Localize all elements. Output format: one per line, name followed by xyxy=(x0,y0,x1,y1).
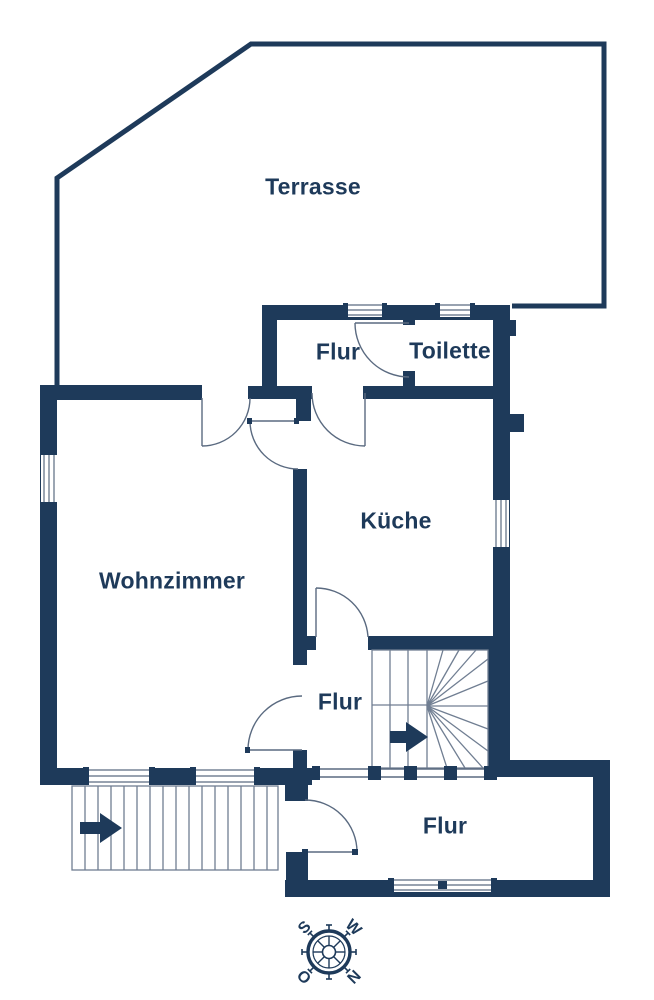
compass-spokes xyxy=(313,936,345,968)
room-label-flur-top: Flur xyxy=(315,338,361,365)
wall-kueche-bottom-right xyxy=(368,636,495,650)
window-bottom-flur xyxy=(388,878,497,892)
wall-flur-toilette-divider-top xyxy=(403,317,415,325)
room-label-flur-mitte: Flur xyxy=(317,688,363,715)
wall-wohnzimmer-bottom xyxy=(40,768,312,785)
wall-doorpost xyxy=(296,399,311,421)
wall-top-left xyxy=(262,305,277,393)
windows xyxy=(41,303,509,892)
door-entrance xyxy=(302,799,358,855)
stairs-winder-direction-arrow-icon xyxy=(390,722,428,752)
wall-divider-kueche xyxy=(293,469,307,665)
wall-entrance-top xyxy=(285,785,308,801)
wall-wohnzimmer-top xyxy=(40,385,202,400)
room-label-terrasse: Terrasse xyxy=(265,173,361,200)
wall-wohnzimmer-left xyxy=(40,385,57,770)
compass-ticks xyxy=(301,924,357,980)
room-label-toilette: Toilette xyxy=(409,337,491,364)
wall-divider-lower xyxy=(293,750,307,785)
wall-bottomflur-right xyxy=(593,760,610,897)
door-wohnzimmer-top xyxy=(201,397,251,447)
wall-right-stair xyxy=(488,650,510,777)
room-label-flur-unten: Flur xyxy=(422,812,468,839)
window-top-2 xyxy=(435,303,475,317)
walls xyxy=(40,305,610,897)
terrace-outline xyxy=(54,41,607,388)
door-kueche-north xyxy=(311,392,366,447)
door-kueche-south xyxy=(315,587,369,638)
stairs-exterior xyxy=(71,785,279,871)
wall-entrance-bottom xyxy=(286,852,308,882)
compass-rose: S W N O xyxy=(294,916,365,986)
window-wohnzimmer-bottom-2 xyxy=(190,767,260,785)
window-left-wohnzimmer xyxy=(41,450,57,507)
railing xyxy=(312,766,497,780)
door-wohnzimmer-flur xyxy=(245,695,303,753)
stairs-winder-treads xyxy=(372,649,489,769)
wall-right-notch-top xyxy=(501,320,516,336)
door-toilette xyxy=(354,322,410,378)
door-junction xyxy=(247,418,299,470)
room-label-kueche: Küche xyxy=(360,507,432,534)
stairs-exterior-direction-arrow-icon xyxy=(80,813,122,843)
wall-right-notch-mid xyxy=(508,414,524,432)
window-wohnzimmer-bottom-1 xyxy=(83,767,155,785)
wall-mid-right xyxy=(363,386,493,399)
stairs-winder xyxy=(371,649,489,769)
window-top-1 xyxy=(343,303,387,317)
wall-bottomflur-top-right xyxy=(495,760,610,777)
wall-mid-left xyxy=(248,386,312,399)
window-right-kueche xyxy=(493,495,509,552)
wall-right xyxy=(493,305,510,650)
room-label-wohnzimmer: Wohnzimmer xyxy=(99,567,245,594)
doors xyxy=(201,322,410,855)
wall-kueche-bottom-left xyxy=(293,636,316,650)
